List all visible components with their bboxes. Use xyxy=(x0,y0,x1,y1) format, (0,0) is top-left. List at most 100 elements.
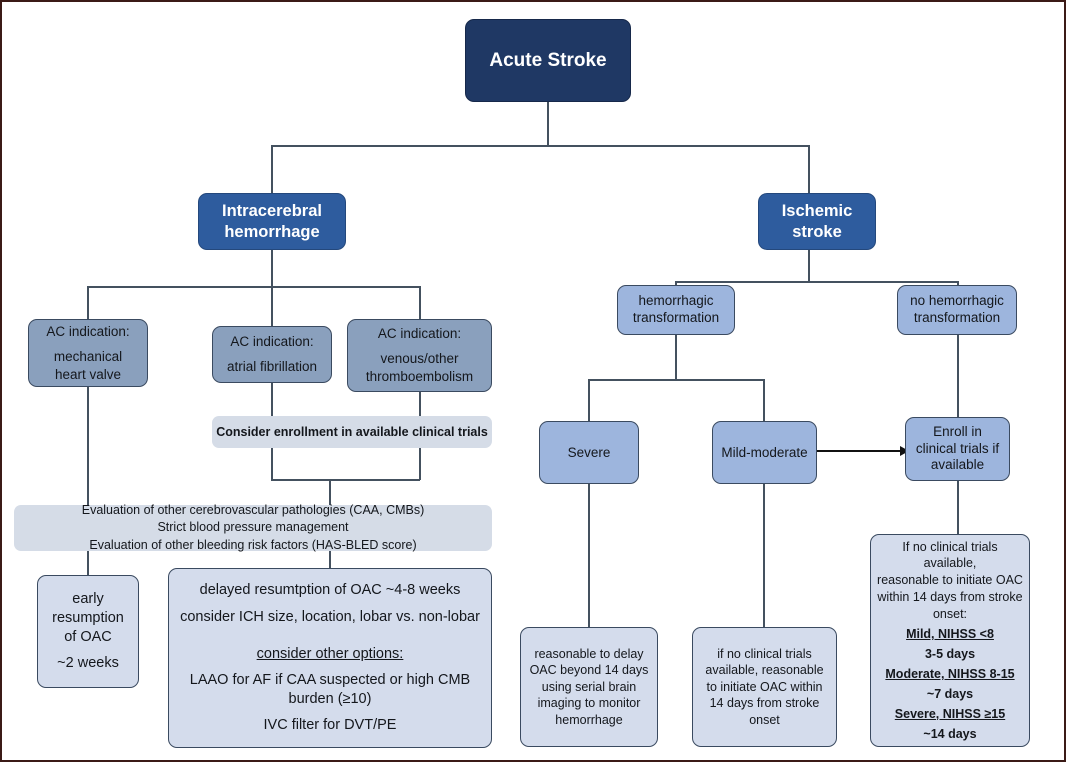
node-evaluation-line1: Evaluation of other cerebrovascular path… xyxy=(81,503,425,518)
node-severe-detail[interactable]: reasonable to delay OAC beyond 14 days u… xyxy=(520,627,658,747)
node-ac-indication-mechanical-valve[interactable]: AC indication: mechanical heart valve xyxy=(28,319,148,387)
node-nihss-line3: within 14 days from stroke xyxy=(877,589,1023,604)
connector-hem-bus xyxy=(588,379,764,381)
arrow-mild-to-enroll-head xyxy=(900,446,909,456)
node-acute-stroke-label: Acute Stroke xyxy=(489,49,607,71)
node-early-resumption-oac[interactable]: early resumption of OAC ~2 weeks xyxy=(37,575,139,688)
node-enroll-clinical-trials[interactable]: Enroll in clinical trials if available xyxy=(905,417,1010,481)
node-consider-clinical-trials-bar[interactable]: Consider enrollment in available clinica… xyxy=(212,416,492,448)
node-enroll-line2: clinical trials if xyxy=(915,440,1000,456)
node-ac-venous-line1: AC indication: xyxy=(377,326,462,342)
connector-nohem-to-enroll xyxy=(957,335,959,417)
connector-bus-to-ich xyxy=(271,145,273,193)
connector-bus-to-nohem xyxy=(957,281,959,287)
connector-mild-to-detail xyxy=(763,484,765,627)
node-delayed-line3: consider other options: xyxy=(256,645,404,662)
node-nohem-line1: no hemorrhagic xyxy=(910,293,1004,309)
node-evaluation-line2: Strict blood pressure management xyxy=(157,520,349,535)
node-evaluation-bar[interactable]: Evaluation of other cerebrovascular path… xyxy=(14,503,492,552)
node-ich-line2: hemorrhage xyxy=(224,222,320,241)
node-hem-line2: transformation xyxy=(632,310,720,325)
node-ac-indication-venous-thromboembolism[interactable]: AC indication: venous/other thromboembol… xyxy=(347,319,492,392)
connector-ich-bus xyxy=(87,286,420,288)
node-nihss-line1: If no clinical trials available, xyxy=(902,539,998,571)
connector-bus-to-ac-afib xyxy=(271,286,273,326)
node-early-line1: early xyxy=(72,590,104,607)
node-ac-mechanical-line1: AC indication: xyxy=(46,323,130,339)
connector-bus-to-ac-mechanical xyxy=(87,286,89,319)
node-delayed-line4: LAAO for AF if CAA suspected or high CMB… xyxy=(189,672,471,707)
connector-venous-to-trials xyxy=(419,392,421,416)
node-intracerebral-hemorrhage[interactable]: Intracerebral hemorrhage xyxy=(198,193,346,250)
node-nihss-heading-mild: Mild, NIHSS <8 xyxy=(906,627,994,642)
node-mild-detail-line3: to initiate OAC within xyxy=(706,679,823,694)
node-mild-moderate-detail[interactable]: if no clinical trials available, reasona… xyxy=(692,627,837,747)
node-acute-stroke[interactable]: Acute Stroke xyxy=(465,19,631,102)
connector-bus-to-severe xyxy=(588,379,590,421)
node-early-line2: resumption xyxy=(52,609,124,626)
connector-root-down xyxy=(547,102,549,146)
connector-enroll-to-nihss xyxy=(957,481,959,534)
node-mild-moderate-label: Mild-moderate xyxy=(721,445,808,460)
connector-trials-down-left xyxy=(271,448,273,480)
node-ischemic-stroke[interactable]: Ischemic stroke xyxy=(758,193,876,250)
connector-bus-to-mild xyxy=(763,379,765,421)
connector-root-bus xyxy=(272,145,809,147)
connector-trials-down-right xyxy=(419,448,421,480)
connector-afib-to-trials xyxy=(271,383,273,416)
node-nihss-value-mild: 3-5 days xyxy=(924,647,976,662)
node-delayed-line1: delayed resumtption of OAC ~4-8 weeks xyxy=(199,582,461,599)
node-severe-detail-line3: using serial brain xyxy=(541,679,637,694)
node-delayed-line5: IVC filter for DVT/PE xyxy=(263,717,397,734)
connector-severe-to-detail xyxy=(588,484,590,627)
node-ac-afib-line1: AC indication: xyxy=(230,333,314,349)
connector-ich-down xyxy=(271,250,273,287)
node-ac-venous-line2: venous/other xyxy=(380,351,459,367)
arrow-mild-to-enroll-line xyxy=(817,450,902,452)
node-mild-detail-line4: 14 days from stroke xyxy=(709,696,820,711)
node-early-line4: ~2 weeks xyxy=(57,655,119,672)
node-no-hemorrhagic-transformation[interactable]: no hemorrhagic transformation xyxy=(897,285,1017,335)
connector-bus-to-hem xyxy=(675,281,677,287)
node-ac-afib-line2: atrial fibrillation xyxy=(226,359,318,375)
connector-ischemic-bus xyxy=(675,281,958,283)
node-nihss-heading-severe: Severe, NIHSS ≥15 xyxy=(894,706,1006,721)
node-mild-detail-line5: onset xyxy=(749,712,780,727)
node-nihss-heading-moderate: Moderate, NIHSS 8-15 xyxy=(885,666,1015,681)
node-evaluation-line3: Evaluation of other bleeding risk factor… xyxy=(89,537,417,552)
node-ac-indication-atrial-fibrillation[interactable]: AC indication: atrial fibrillation xyxy=(212,326,332,383)
node-severe-detail-line5: hemorrhage xyxy=(555,712,623,727)
node-severity-severe[interactable]: Severe xyxy=(539,421,639,484)
node-severe-detail-line2: OAC beyond 14 days xyxy=(529,663,649,678)
node-enroll-line3: available xyxy=(930,457,985,473)
connector-hem-down xyxy=(675,335,677,380)
node-early-line3: of OAC xyxy=(64,628,112,645)
node-hemorrhagic-transformation[interactable]: hemorrhagic transformation xyxy=(617,285,735,335)
node-nihss-line2: reasonable to initiate OAC xyxy=(877,573,1023,588)
connector-evaluation-to-delayed xyxy=(329,551,331,568)
node-severe-detail-line4: imaging to monitor xyxy=(537,696,641,711)
node-ich-line1: Intracerebral xyxy=(222,202,322,221)
node-mild-detail-line2: available, reasonable xyxy=(705,663,824,678)
node-hem-line1: hemorrhagic xyxy=(638,293,714,309)
node-ischemic-line1: Ischemic xyxy=(781,202,853,221)
connector-mechanical-to-evaluation xyxy=(87,387,89,505)
node-enroll-line1: Enroll in xyxy=(933,424,982,440)
node-trials-bar-label: Consider enrollment in available clinica… xyxy=(216,425,488,439)
connector-evaluation-to-early xyxy=(87,551,89,575)
node-ischemic-line2: stroke xyxy=(792,222,842,241)
node-mild-detail-line1: if no clinical trials xyxy=(717,646,812,661)
node-delayed-line2: consider ICH size, location, lobar vs. n… xyxy=(180,608,480,625)
node-severity-mild-moderate[interactable]: Mild-moderate xyxy=(712,421,817,484)
connector-bus-to-ac-venous xyxy=(419,286,421,319)
node-ac-venous-line3: thromboembolism xyxy=(365,369,474,385)
node-delayed-resumption-oac[interactable]: delayed resumtption of OAC ~4-8 weeks co… xyxy=(168,568,492,748)
node-nihss-value-moderate: ~7 days xyxy=(926,686,974,701)
node-nohem-line2: transformation xyxy=(913,310,1001,325)
node-nihss-value-severe: ~14 days xyxy=(923,726,977,741)
node-ac-mechanical-line3: heart valve xyxy=(54,366,122,382)
connector-trials-merge xyxy=(271,479,420,481)
node-severe-detail-line1: reasonable to delay xyxy=(534,646,644,661)
node-nihss-detail[interactable]: If no clinical trials available, reasona… xyxy=(870,534,1030,747)
